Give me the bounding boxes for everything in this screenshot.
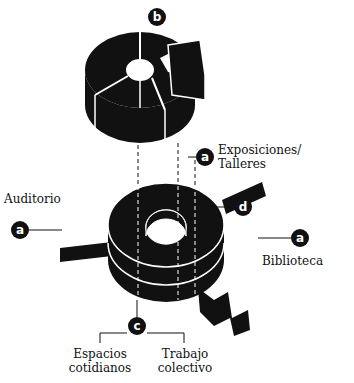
space-label: Trabajo colectivo — [146, 347, 224, 375]
library-wall — [198, 288, 250, 336]
callout-letter: a — [196, 148, 214, 166]
callout-letter: d — [234, 198, 252, 216]
auditorium-wall — [60, 242, 112, 262]
callout-letter: a — [11, 221, 29, 239]
space-label: Biblioteca — [262, 254, 342, 268]
callout-letter: b — [148, 8, 166, 26]
space-label: Auditorio — [4, 192, 84, 206]
space-label: Espacios cotidianos — [58, 347, 142, 375]
space-label: Exposiciones/ Talleres — [218, 143, 338, 171]
lower-ring — [108, 183, 224, 302]
callout-letter: a — [291, 229, 309, 247]
upper-ring-pieces — [85, 32, 205, 143]
callout-letter: c — [128, 317, 146, 335]
projection-lines-on-ring — [138, 186, 195, 300]
leader-lines — [29, 157, 291, 343]
